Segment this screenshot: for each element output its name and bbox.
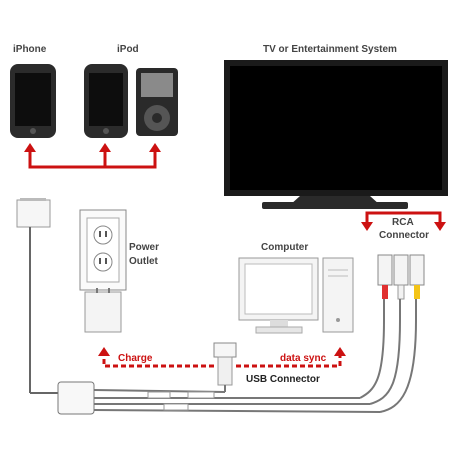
- computer-tower: [322, 257, 354, 333]
- rca-plugs: [359, 254, 425, 413]
- power-outlet: [79, 209, 127, 291]
- computer-label: Computer: [261, 242, 309, 253]
- tv: [224, 60, 448, 209]
- data-sync-label: data sync: [280, 353, 327, 364]
- usb-connector: [213, 342, 237, 386]
- power-outlet-label-line2: Outlet: [129, 256, 158, 267]
- wall-charger: [84, 288, 122, 333]
- iphone-label: iPhone: [13, 44, 47, 55]
- rca-arrows: [361, 211, 446, 231]
- rca-label-line1: RCA: [392, 217, 414, 228]
- ipod-touch-device: [84, 64, 128, 138]
- ipod-classic-device: [136, 68, 178, 136]
- dock-connector: [16, 198, 51, 393]
- cable-bundle: [30, 381, 381, 415]
- charge-label: Charge: [118, 353, 153, 364]
- tv-label: TV or Entertainment System: [263, 44, 397, 55]
- iphone-device: [10, 64, 56, 138]
- usb-arrows: [102, 355, 342, 368]
- ipod-label: iPod: [117, 44, 139, 55]
- power-outlet-label-line1: Power: [129, 242, 160, 253]
- computer-monitor: [238, 257, 319, 334]
- device-arrows: [24, 143, 161, 169]
- rca-label-line2: Connector: [379, 230, 429, 241]
- usb-connector-label: USB Connector: [246, 374, 320, 385]
